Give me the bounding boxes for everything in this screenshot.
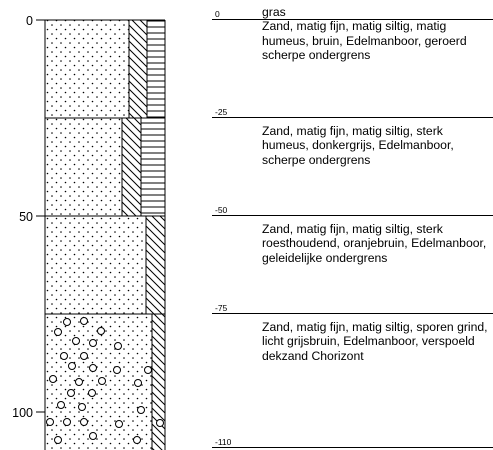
layer-1-surface: gras — [262, 5, 286, 19]
gravel-circles — [46, 317, 164, 444]
depth-label-25: -25 — [215, 107, 228, 117]
depth-label-50: -50 — [215, 205, 228, 215]
layer-1-text: Zand, matig fijn, matig siltig, matig hu… — [262, 19, 467, 62]
axis-tick-label-0: 0 — [26, 14, 33, 28]
layer-4-description: Zand, matig fijn, matig siltig, sporen g… — [262, 320, 488, 363]
layer-4-column — [45, 314, 165, 450]
bottom-rule — [212, 447, 493, 448]
layer-2-rule — [212, 117, 493, 118]
axis-tick-label-50: 50 — [19, 210, 33, 224]
layer-3-description: Zand, matig fijn, matig siltig, sterk ro… — [262, 222, 487, 265]
layer-2-description: Zand, matig fijn, matig siltig, sterk hu… — [262, 124, 454, 167]
boring-profile: 0 50 100 — [12, 14, 166, 450]
layer-3-column — [45, 216, 165, 314]
layer-1-rule — [212, 19, 493, 20]
layer-1-description: gras Zand, matig fijn, matig siltig, mat… — [262, 5, 492, 62]
layer-4-rule — [212, 313, 493, 314]
layer-1-column — [45, 20, 165, 118]
depth-axis — [36, 19, 45, 413]
axis-tick-label-100: 100 — [12, 406, 33, 420]
column-outline — [44, 19, 166, 450]
depth-label-0: 0 — [215, 9, 220, 19]
layer-2-column — [45, 118, 165, 216]
layer-3-rule — [212, 215, 493, 216]
depth-label-75: -75 — [215, 303, 228, 313]
depth-label-110: -110 — [215, 437, 232, 447]
